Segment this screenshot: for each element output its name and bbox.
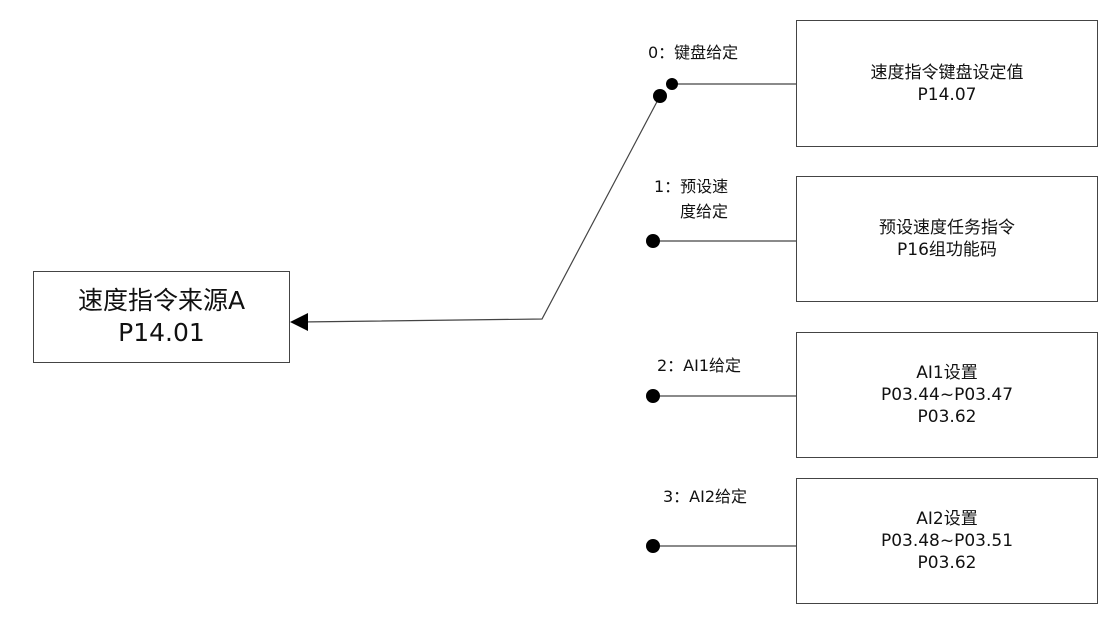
option-2-box-line-2: P03.44~P03.47 [880, 385, 1014, 405]
option-3-label: 3：AI2给定 [663, 487, 748, 506]
option-1-label-line-2: 度给定 [680, 202, 729, 221]
option-0-terminal-dot [666, 78, 678, 90]
option-1-terminal-dot [646, 234, 660, 248]
option-3-box-line-3: P03.62 [917, 553, 977, 573]
option-1-box-line-2: P16组功能码 [897, 240, 997, 260]
switch-arm [299, 95, 661, 323]
option-3-box-line-1: AI2设置 [916, 509, 978, 529]
option-0-box: 速度指令键盘设定值 P14.07 [796, 20, 1098, 147]
source-param: P14.01 [118, 318, 205, 347]
option-2-box-line-3: P03.62 [917, 407, 977, 427]
arrowhead-icon [290, 313, 308, 331]
option-2-terminal-dot [646, 389, 660, 403]
option-3-box: AI2设置 P03.48~P03.51 P03.62 [796, 478, 1098, 604]
option-0-label: 0：键盘给定 [648, 43, 739, 62]
option-2-box: AI1设置 P03.44~P03.47 P03.62 [796, 332, 1098, 458]
option-3-terminal-dot [646, 539, 660, 553]
option-1-label-line-1: 1：预设速 [654, 177, 729, 196]
option-2-box-line-1: AI1设置 [916, 363, 978, 383]
speed-source-box: 速度指令来源A P14.01 [33, 271, 290, 363]
option-1-box: 预设速度任务指令 P16组功能码 [796, 176, 1098, 302]
switch-pivot-dot [653, 89, 667, 103]
option-0-box-line-2: P14.07 [917, 84, 977, 105]
option-3-box-line-2: P03.48~P03.51 [880, 531, 1014, 551]
source-name: 速度指令来源A [77, 286, 246, 315]
option-1-box-line-1: 预设速度任务指令 [879, 218, 1015, 238]
option-0-box-line-1: 速度指令键盘设定值 [870, 62, 1024, 83]
option-2-label: 2：AI1给定 [657, 356, 742, 375]
